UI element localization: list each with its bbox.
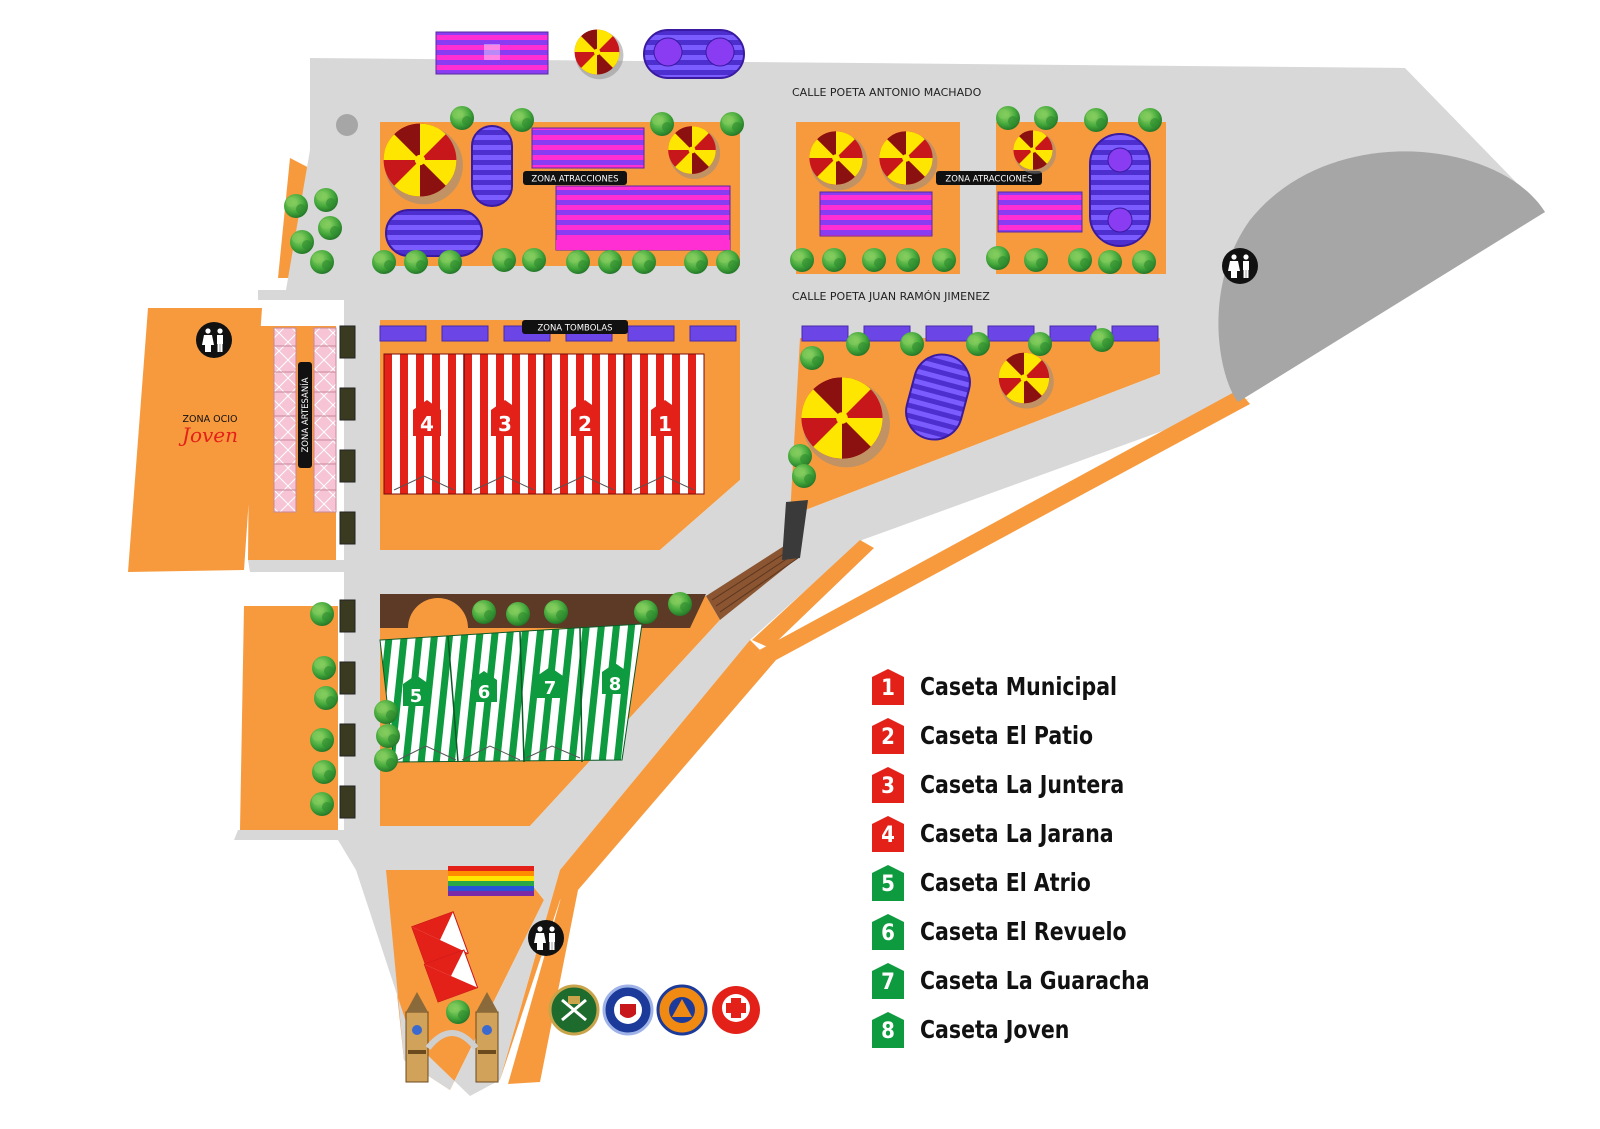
street-juan-ramon-jimenez: CALLE POETA JUAN RAMÓN JIMENEZ	[792, 290, 990, 303]
artesania-booths	[273, 327, 337, 513]
attractions-right	[997, 130, 1151, 247]
red-caseta-number-3: 3	[491, 400, 519, 436]
svg-text:3: 3	[498, 412, 512, 436]
svg-text:7: 7	[544, 678, 557, 699]
zone-ocio-label: ZONA OCIO	[182, 414, 237, 425]
green-caseta-number-8: 8	[602, 663, 628, 695]
svg-text:5: 5	[410, 686, 423, 707]
green-casetas-area	[379, 594, 706, 763]
green-caseta-number-6: 6	[471, 671, 497, 703]
cruz-roja-badge	[712, 986, 760, 1034]
legend-label-8: Caseta Joven	[920, 1015, 1070, 1044]
legend-item-2: 2 Caseta El Patio	[872, 711, 1200, 760]
bollard	[336, 114, 358, 136]
legend: 1 Caseta Municipal 2 Caseta El Patio 3 C…	[872, 662, 1200, 1054]
legend-badge-5: 5	[872, 864, 904, 901]
legend-label-1: Caseta Municipal	[920, 672, 1118, 701]
zona-ocio-joven: ZONA OCIO Joven	[178, 414, 238, 447]
policia-local-badge	[602, 984, 654, 1036]
legend-label-7: Caseta La Guaracha	[920, 966, 1150, 995]
restroom-icon	[196, 322, 232, 358]
walkway	[706, 500, 808, 620]
attractions-middle	[809, 131, 938, 237]
svg-text:2: 2	[578, 412, 592, 436]
svg-text:4: 4	[420, 412, 434, 436]
svg-text:6: 6	[478, 682, 491, 703]
legend-label-5: Caseta El Atrio	[920, 868, 1091, 897]
legend-label-6: Caseta El Revuelo	[920, 917, 1127, 946]
legend-badge-8: 8	[872, 1011, 904, 1048]
attractions-top	[435, 29, 745, 80]
zone-ocio-script: Joven	[178, 423, 238, 447]
proteccion-civil-badge	[656, 984, 708, 1036]
legend-badge-1: 1	[872, 668, 904, 705]
legend-item-3: 3 Caseta La Juntera	[872, 760, 1200, 809]
svg-text:1: 1	[658, 412, 672, 436]
attractions-left	[383, 123, 731, 257]
legend-badge-3: 3	[872, 766, 904, 803]
restroom-icon-east	[1222, 248, 1258, 284]
zone-tombolas-tag: ZONA TOMBOLAS	[522, 320, 628, 334]
legend-badge-6: 6	[872, 913, 904, 950]
red-caseta-number-4: 4	[413, 400, 441, 436]
legend-label-2: Caseta El Patio	[920, 721, 1094, 750]
restroom-icon-entrance	[528, 920, 564, 956]
zone-atracciones-right-tag: ZONA ATRACCIONES	[936, 171, 1042, 185]
rainbow-flag	[448, 866, 534, 896]
svg-text:8: 8	[609, 674, 622, 695]
attractions-southeast	[801, 352, 1054, 468]
legend-item-8: 8 Caseta Joven	[872, 1005, 1200, 1054]
legend-item-6: 6 Caseta El Revuelo	[872, 907, 1200, 956]
street-antonio-machado: CALLE POETA ANTONIO MACHADO	[792, 86, 982, 99]
guardia-civil-badge	[548, 984, 600, 1036]
zone-tombolas-label: ZONA TOMBOLAS	[537, 324, 612, 334]
legend-item-1: 1 Caseta Municipal	[872, 662, 1200, 711]
legend-badge-7: 7	[872, 962, 904, 999]
legend-item-5: 5 Caseta El Atrio	[872, 858, 1200, 907]
legend-item-7: 7 Caseta La Guaracha	[872, 956, 1200, 1005]
green-caseta-number-7: 7	[537, 667, 563, 699]
entrance-gate	[405, 992, 499, 1083]
red-caseta-number-2: 2	[571, 400, 599, 436]
zone-artesania-tag: ZONA ARTESANÍA	[298, 362, 312, 468]
legend-badge-2: 2	[872, 717, 904, 754]
zone-atracciones-left-label: ZONA ATRACCIONES	[531, 175, 618, 185]
legend-label-4: Caseta La Jarana	[920, 819, 1114, 848]
entrance-tents	[411, 911, 479, 1003]
zone-artesania-label: ZONA ARTESANÍA	[299, 377, 311, 452]
legend-item-4: 4 Caseta La Jarana	[872, 809, 1200, 858]
green-caseta-number-5: 5	[403, 675, 429, 707]
zone-atracciones-right-label: ZONA ATRACCIONES	[945, 175, 1032, 185]
legend-label-3: Caseta La Juntera	[920, 770, 1125, 799]
grey-area	[1218, 151, 1545, 402]
red-caseta-number-1: 1	[651, 400, 679, 436]
zone-atracciones-left-tag: ZONA ATRACCIONES	[523, 171, 627, 185]
legend-badge-4: 4	[872, 815, 904, 852]
